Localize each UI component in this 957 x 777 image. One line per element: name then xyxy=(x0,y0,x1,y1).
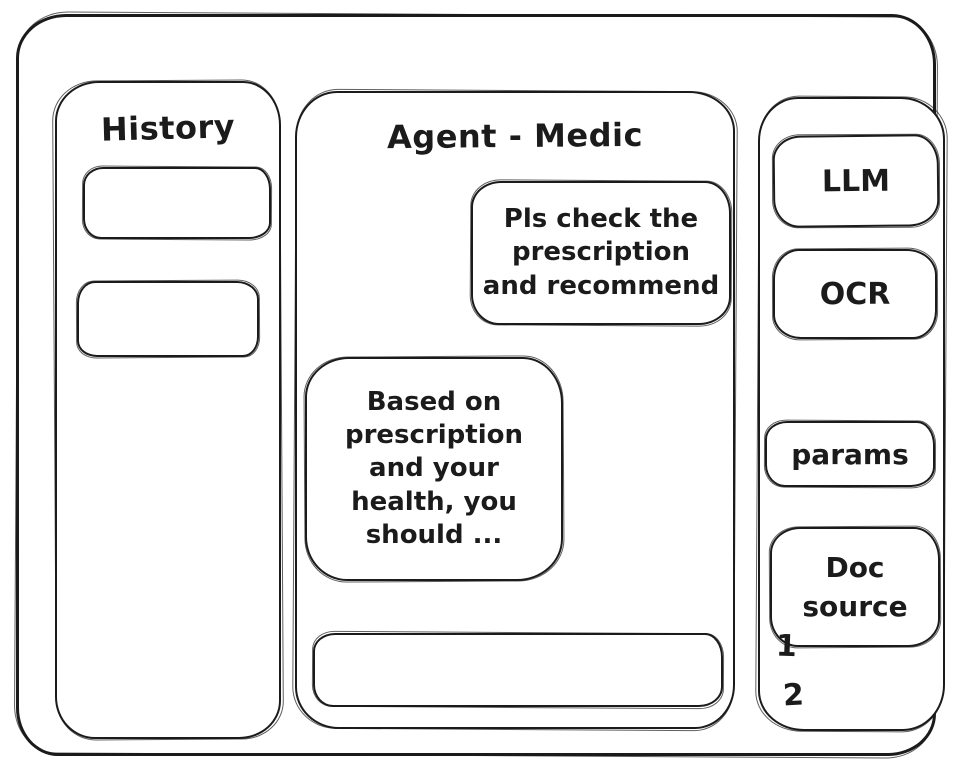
doc-source-item[interactable]: 2 xyxy=(782,677,805,714)
ocr-button[interactable]: OCR xyxy=(773,249,937,339)
chat-title: Agent - Medic xyxy=(386,115,644,157)
history-title: History xyxy=(100,107,236,149)
doc-source-item[interactable]: 1 xyxy=(775,628,798,665)
history-panel: History xyxy=(55,81,281,739)
llm-button[interactable]: LLM xyxy=(772,134,940,228)
user-message-bubble: Pls check the prescription and recommend xyxy=(471,181,731,325)
history-item[interactable] xyxy=(77,281,259,357)
agent-message-bubble: Based on prescription and your health, y… xyxy=(305,357,563,581)
tools-panel: LLM OCR params Doc source 1 2 xyxy=(758,97,945,731)
chat-panel: Agent - Medic Pls check the prescription… xyxy=(295,91,735,729)
app-frame: History Agent - Medic Pls check the pres… xyxy=(16,14,945,756)
chat-input[interactable] xyxy=(315,635,721,705)
doc-source-button[interactable]: Doc source xyxy=(770,527,940,647)
params-button[interactable]: params xyxy=(765,421,935,487)
chat-input-box xyxy=(313,633,723,707)
history-item[interactable] xyxy=(83,167,271,239)
doc-source-list: 1 2 xyxy=(775,628,805,714)
